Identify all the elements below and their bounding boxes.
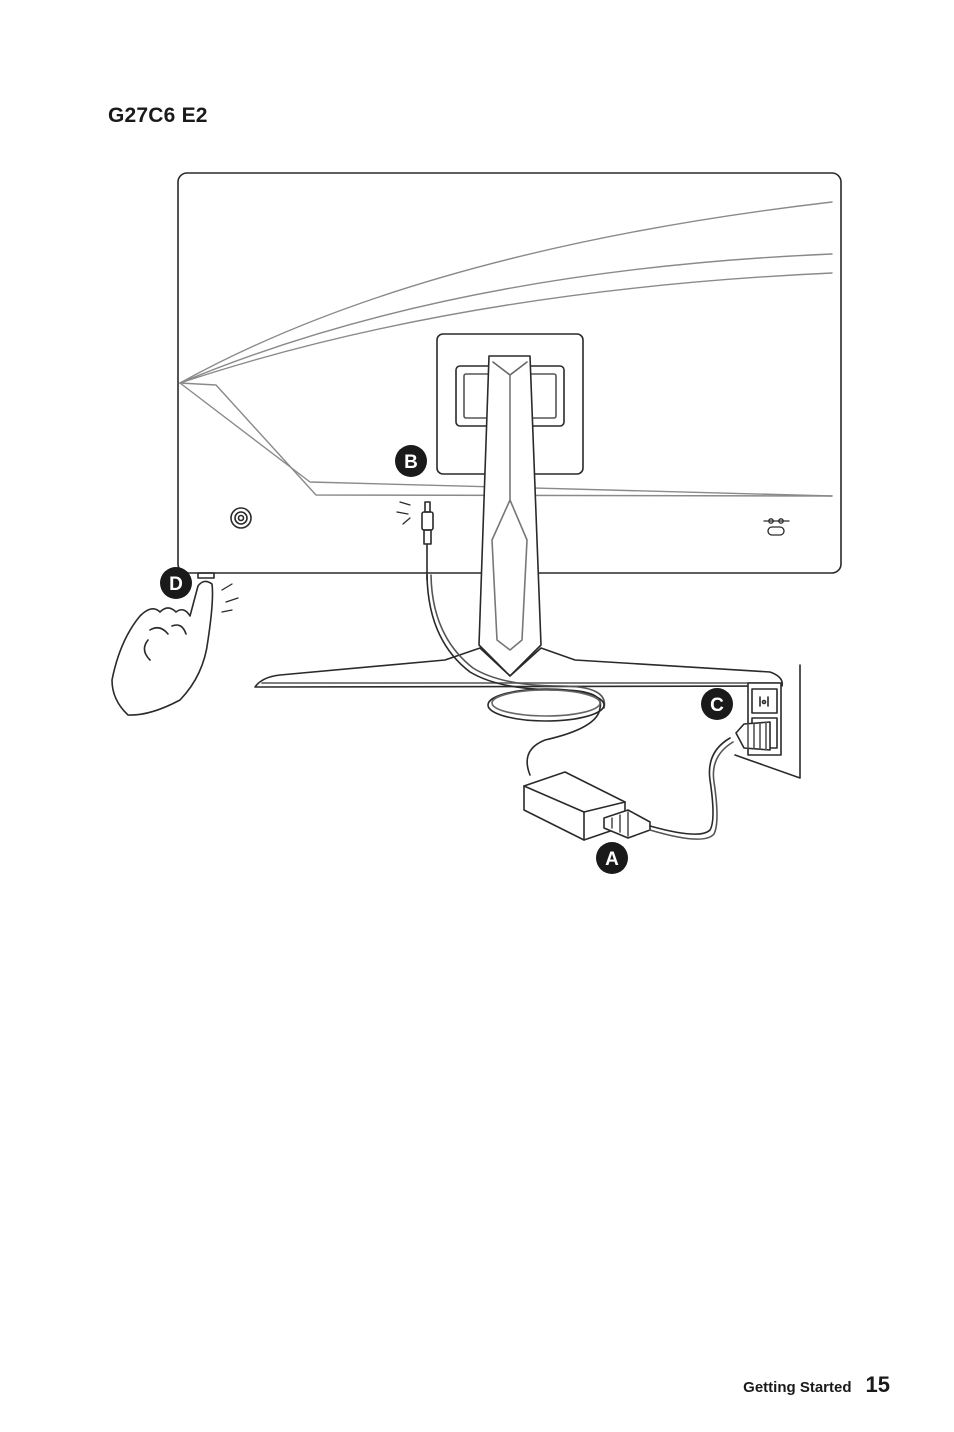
callout-b: B [395, 445, 427, 477]
power-button [198, 573, 214, 578]
callout-b-label: B [404, 452, 418, 473]
callout-a: A [596, 842, 628, 874]
dc-power-plug [397, 502, 433, 580]
callout-c: C [701, 688, 733, 720]
hand-pressing-power-icon [112, 581, 238, 715]
kensington-lock-icon [764, 519, 789, 535]
footer-section-title: Getting Started [743, 1379, 851, 1396]
wall-plug [736, 722, 770, 750]
callout-c-label: C [710, 695, 724, 716]
joystick-button [231, 508, 251, 528]
callout-d-label: D [169, 574, 183, 595]
callout-d: D [160, 567, 192, 599]
ac-power-cord [650, 738, 730, 834]
page-number: 15 [866, 1372, 890, 1398]
page-footer: Getting Started 15 [743, 1372, 890, 1398]
callout-a-label: A [605, 849, 619, 870]
